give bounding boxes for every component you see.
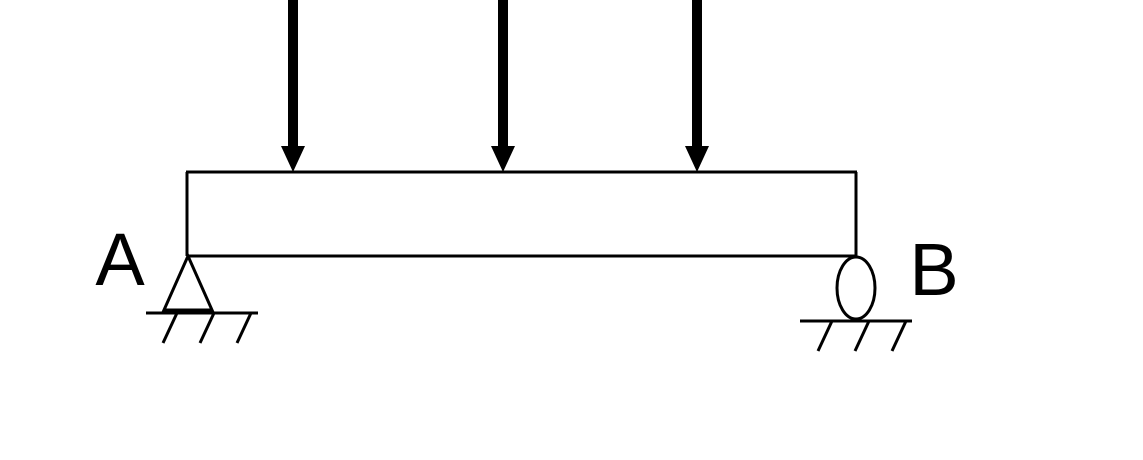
load-arrow-shaft-1 xyxy=(288,0,298,150)
pin-support-triangle-icon xyxy=(161,252,215,312)
hatch-tick xyxy=(235,312,253,344)
load-arrow-head-1 xyxy=(281,146,305,172)
load-arrow-shaft-2 xyxy=(498,0,508,150)
pin-support xyxy=(146,252,258,344)
load-arrow-head-2 xyxy=(491,146,515,172)
hatch-tick xyxy=(816,320,834,352)
roller-support-circle-icon xyxy=(835,255,877,321)
support-a-label: A xyxy=(95,218,145,301)
load-arrow-shaft-3 xyxy=(692,0,702,150)
roller-support-hatching xyxy=(816,320,908,352)
hatch-tick xyxy=(853,320,871,352)
point-load-3 xyxy=(685,0,709,172)
beam-member xyxy=(185,170,858,258)
pin-support-hatching xyxy=(161,312,253,344)
roller-support xyxy=(800,255,912,352)
hatch-tick xyxy=(161,312,179,344)
hatch-tick xyxy=(890,320,908,352)
load-arrow-head-3 xyxy=(685,146,709,172)
point-load-arrows xyxy=(281,0,709,172)
point-load-2 xyxy=(491,0,515,172)
support-b-label: B xyxy=(909,228,958,311)
point-load-1 xyxy=(281,0,305,172)
hatch-tick xyxy=(198,312,216,344)
